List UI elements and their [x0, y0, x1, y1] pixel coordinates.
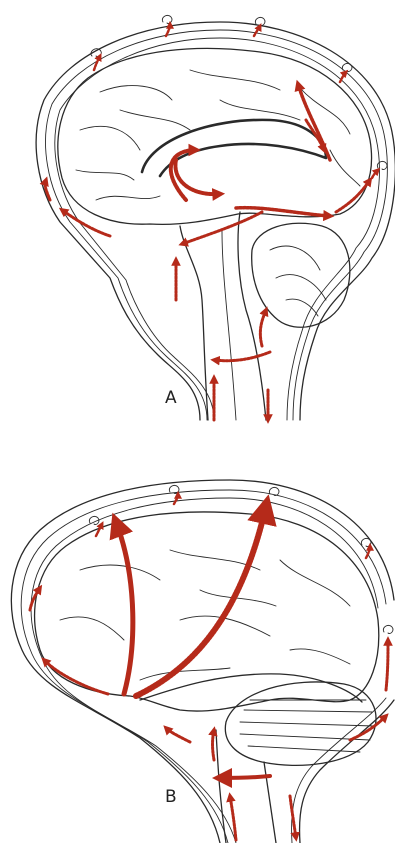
panel-b — [11, 480, 394, 843]
panel-label-b: B — [165, 787, 177, 807]
panel-a-flow-arrows — [45, 24, 378, 420]
panel-a — [36, 15, 395, 420]
panel-label-a: A — [165, 388, 177, 408]
panel-b-skull — [11, 480, 394, 843]
panel-b-flow-arrows — [30, 494, 388, 840]
